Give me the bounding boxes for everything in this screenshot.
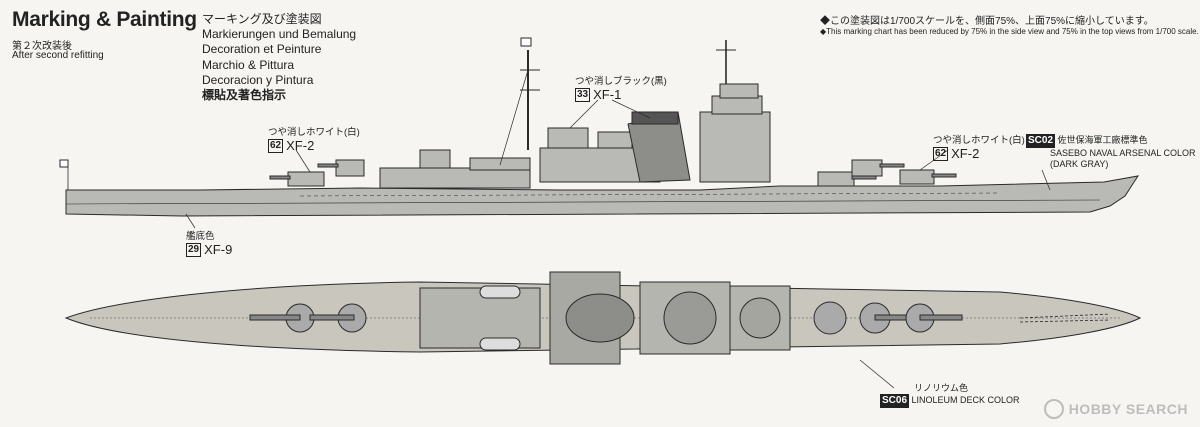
- callout-funnel-black: つや消しブラック(黒) 33 XF-1: [575, 73, 667, 102]
- side-turret-aft-2: [335, 159, 365, 177]
- callout-fwd-white: つや消しホワイト(白) 62 XF-2: [933, 132, 1025, 161]
- paint-code-xf2-left: XF-2: [286, 138, 315, 153]
- callout-hull-red: 艦底色 29 XF-9: [186, 228, 232, 257]
- paint-number-33: 33: [575, 87, 591, 102]
- mast-flag: [520, 37, 532, 47]
- paint-code-sc06: SC06: [880, 394, 910, 408]
- lang-title-it: Marchio & Pittura: [202, 57, 295, 72]
- lang-title-es: Decoracion y Pintura: [202, 72, 314, 87]
- scale-note-jp: ◆この塗装図は1/700スケールを、側面75%、上面75%に縮小しています。: [820, 16, 1154, 27]
- side-hull: [65, 175, 1140, 217]
- language-titles: マーキング及び塗装図 Markierungen und Bemalung Dec…: [202, 12, 356, 103]
- linoleum-jp: リノリウム色: [914, 383, 969, 393]
- paint-number-29: 29: [186, 242, 202, 257]
- callout-linoleum: リノリウム色 SC06 LINOLEUM DECK COLOR: [880, 383, 1020, 408]
- hobby-search-logo-icon: [1043, 399, 1064, 419]
- top-turret-fwd-1: [813, 301, 847, 335]
- top-view: [64, 271, 1142, 365]
- refit-label-jp: 第２次改装後: [12, 41, 72, 52]
- paint-code-sc02: SC02: [1026, 134, 1056, 148]
- lang-title-cn: 標貼及著色指示: [202, 88, 287, 103]
- side-view: [59, 37, 1140, 217]
- watermark-text: HOBBY SEARCH: [1068, 401, 1188, 417]
- linoleum-en: LINOLEUM DECK COLOR: [911, 395, 1020, 405]
- refit-label-en: After second refitting: [12, 50, 104, 61]
- callout-aft-white-label: つや消しホワイト(白): [268, 127, 360, 138]
- callout-aft-white: つや消しホワイト(白) 62 XF-2: [268, 124, 360, 153]
- sasebo-en-2: (DARK GRAY): [1050, 159, 1109, 169]
- side-turret-fwd-1: [817, 171, 855, 187]
- callout-funnel-black-label: つや消しブラック(黒): [575, 76, 667, 87]
- hobby-search-watermark: HOBBY SEARCH: [1043, 399, 1188, 419]
- side-turret-aft-1: [287, 171, 325, 187]
- side-turret-fwd-2: [851, 159, 883, 177]
- callout-hull-red-label: 艦底色: [186, 231, 215, 242]
- paint-number-62-left: 62: [268, 138, 284, 153]
- page-title: Marking & Painting: [12, 8, 197, 31]
- stern-flag: [59, 159, 69, 168]
- sasebo-jp: 佐世保海軍工廠標準色: [1057, 135, 1148, 145]
- lang-title-de: Markierungen und Bemalung: [202, 27, 357, 42]
- scale-note-en: ◆This marking chart has been reduced by …: [820, 27, 1199, 36]
- paint-number-62-right: 62: [933, 146, 949, 161]
- callout-fwd-white-label: つや消しホワイト(白): [933, 135, 1025, 146]
- side-turret-fwd-3: [899, 169, 935, 185]
- callout-sasebo: SC02 佐世保海軍工廠標準色 SASEBO NAVAL ARSENAL COL…: [1026, 134, 1196, 170]
- lang-title-jp: マーキング及び塗装図: [202, 12, 322, 26]
- sasebo-en-1: SASEBO NAVAL ARSENAL COLOR: [1050, 148, 1196, 158]
- paint-code-xf2-right: XF-2: [951, 146, 980, 161]
- top-funnel: [565, 293, 635, 343]
- lang-title-fr: Decoration et Peinture: [202, 42, 322, 57]
- paint-code-xf9: XF-9: [204, 242, 233, 257]
- paint-code-xf1: XF-1: [593, 87, 622, 102]
